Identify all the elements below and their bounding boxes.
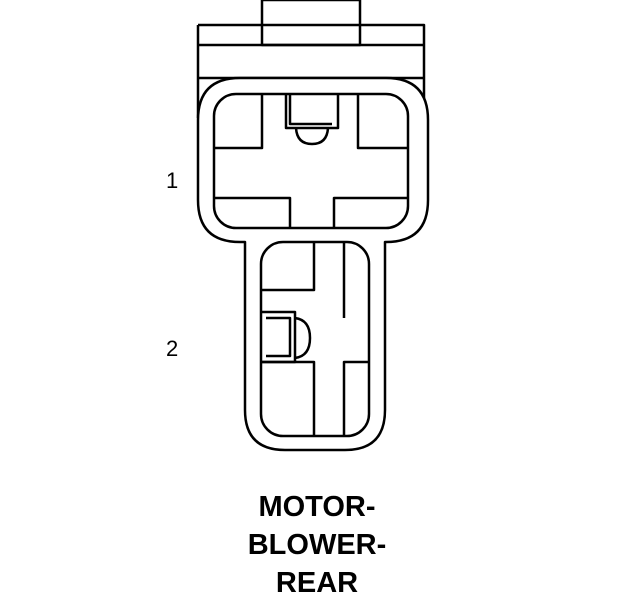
pin-1-cavity [212, 92, 410, 230]
connector-latch-tab [260, 0, 362, 47]
pin-2-terminal [261, 310, 312, 364]
pin-1-terminal [284, 94, 340, 146]
pin-1-label: 1 [166, 168, 179, 193]
component-title: MOTOR- BLOWER- REAR [212, 488, 422, 602]
pin-2-label: 2 [166, 336, 179, 361]
component-title-line: MOTOR- [258, 491, 376, 523]
component-title-line: REAR [275, 567, 359, 599]
pin-2-terminal-pocket [261, 242, 369, 436]
pin-1-terminal-pocket [214, 94, 408, 228]
component-title-line: BLOWER- [247, 529, 387, 561]
connector-housing-top [196, 23, 426, 118]
